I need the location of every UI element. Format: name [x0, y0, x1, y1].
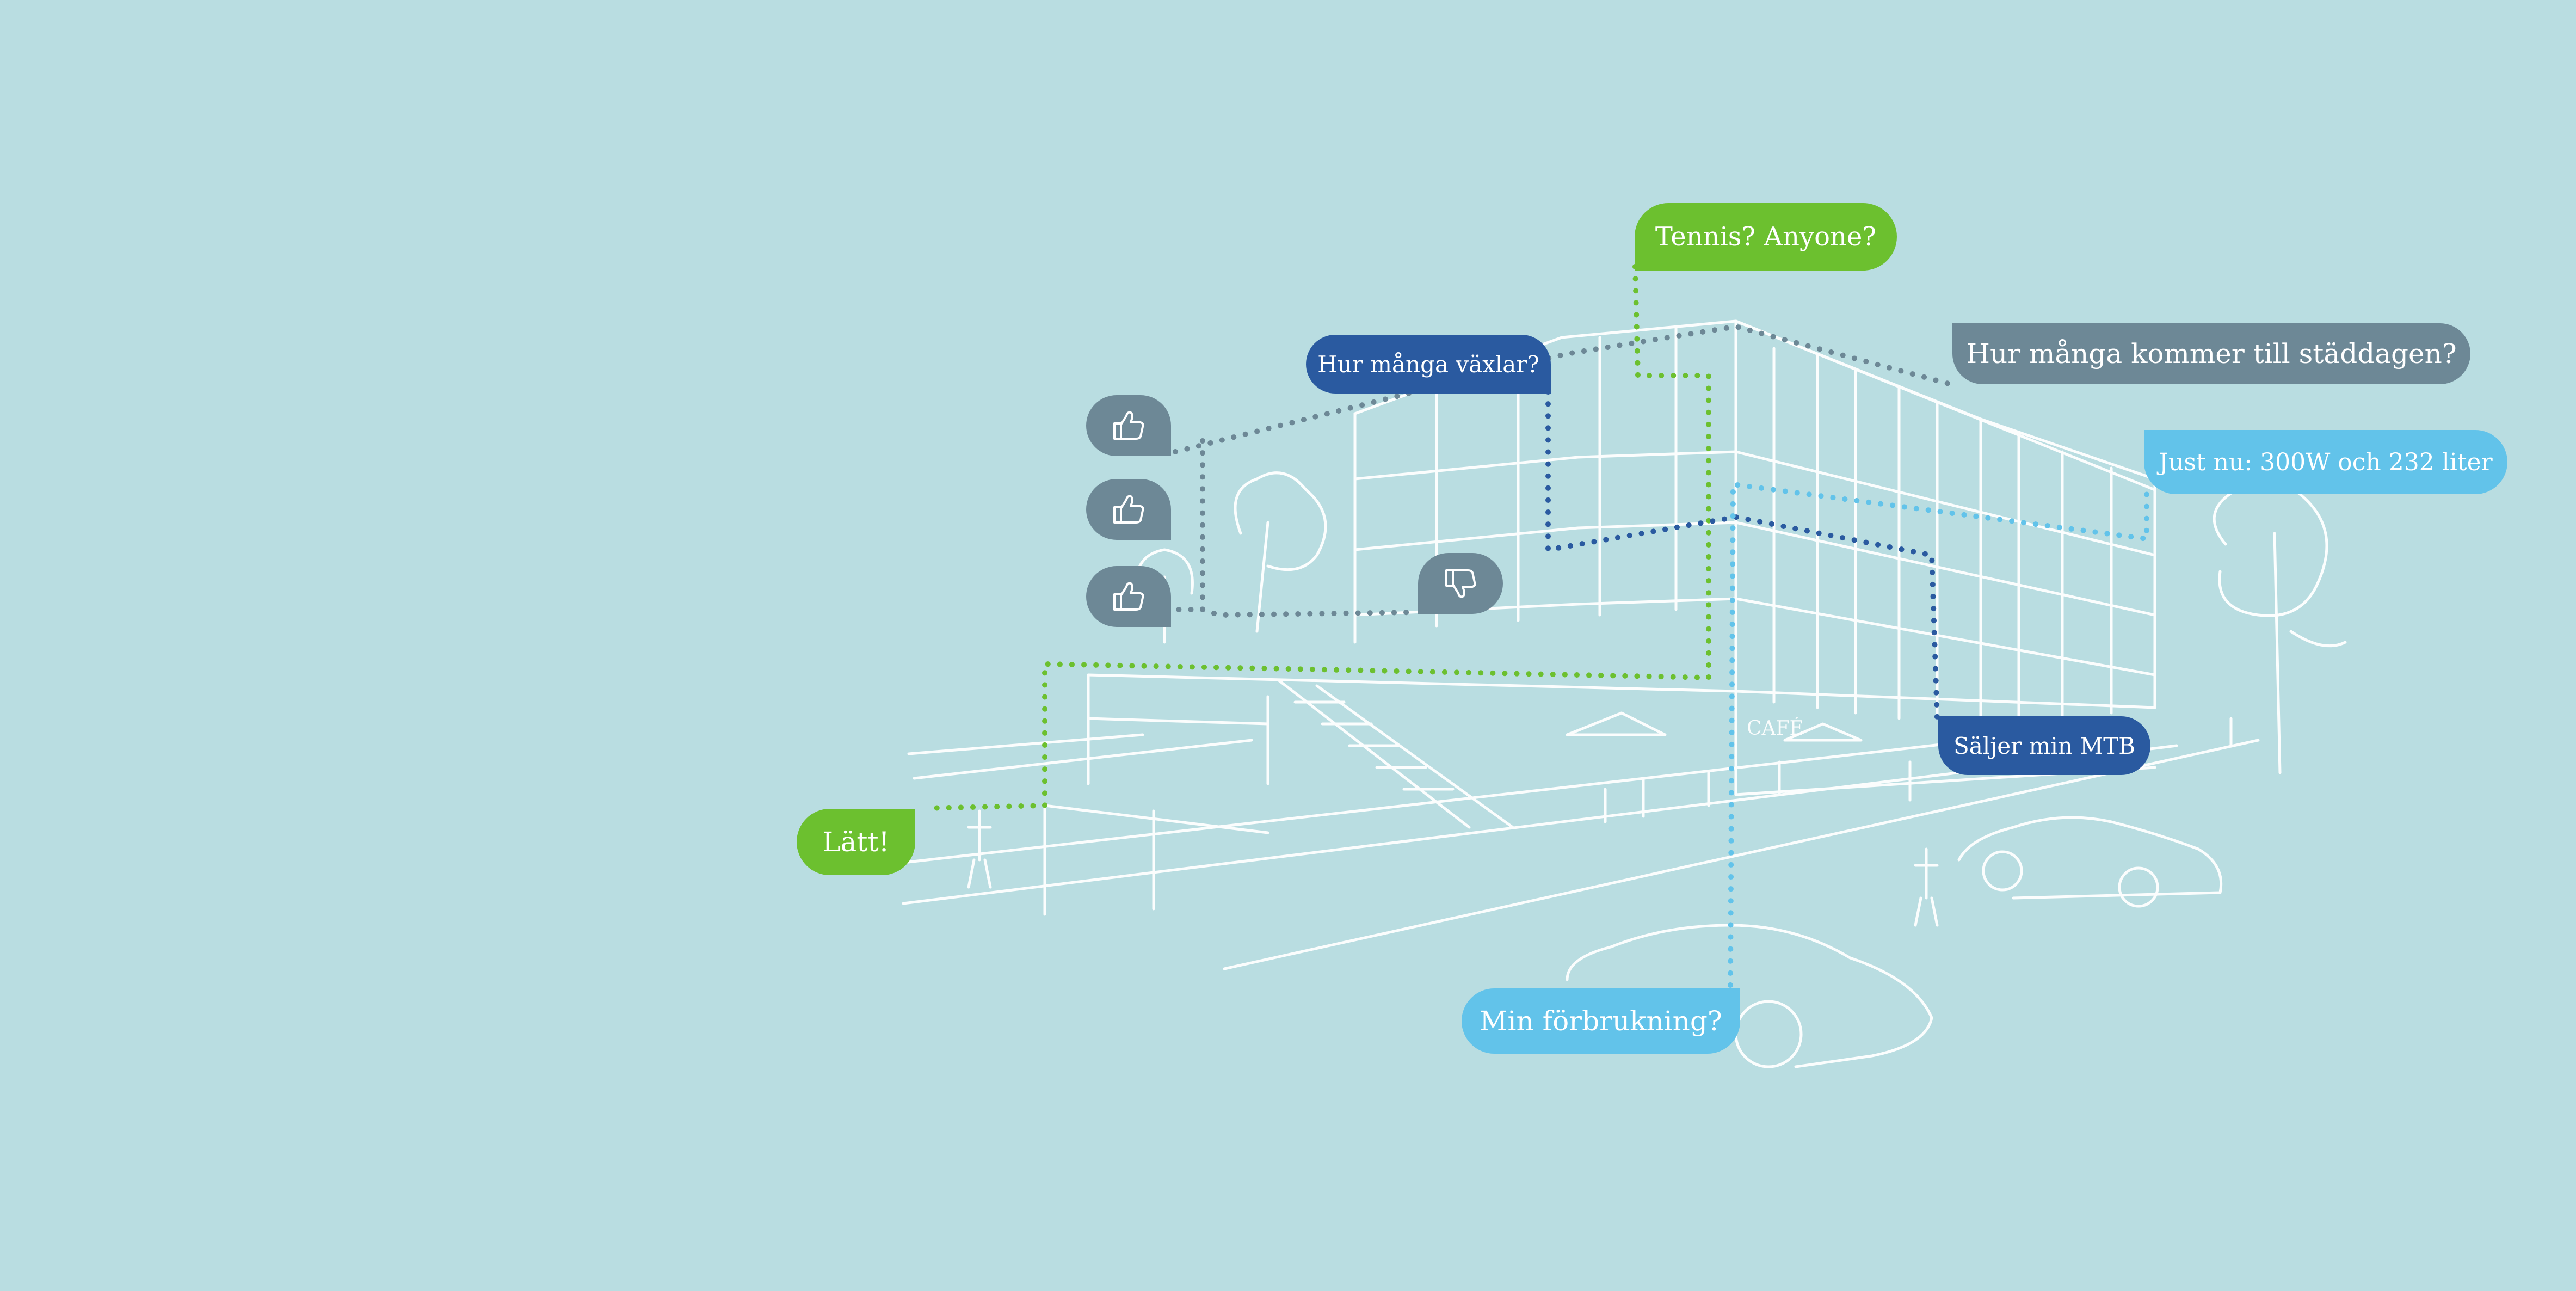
sell-mtb-bubble-text: Säljer min MTB	[1953, 732, 2136, 759]
tennis-bubble: Tennis? Anyone?	[1635, 203, 1897, 271]
dislike-reaction	[1418, 553, 1503, 614]
cleaning-day-bubble: Hur många kommer till städdagen?	[1952, 323, 2470, 384]
connector-darkblue-gears	[1545, 389, 1940, 721]
gears-bubble: Hur många växlar?	[1306, 335, 1551, 394]
easy-bubble-text: Lätt!	[822, 826, 890, 858]
connector-green-tennis	[922, 264, 1711, 811]
easy-bubble: Lätt!	[797, 809, 915, 875]
connector-gray-likes	[1173, 323, 1962, 454]
my-consumption-bubble: Min förbrukning?	[1462, 988, 1740, 1054]
cafe-sign: CAFÉ	[1747, 717, 1804, 740]
thumbs-up-icon	[1113, 411, 1144, 440]
connector-lightblue-consumption	[1728, 481, 2149, 988]
gears-bubble-text: Hur många växlar?	[1317, 351, 1539, 378]
like-reaction-1	[1086, 395, 1171, 456]
sell-mtb-bubble: Säljer min MTB	[1938, 716, 2150, 775]
tennis-bubble-text: Tennis? Anyone?	[1655, 222, 1877, 252]
like-reaction-2	[1086, 479, 1171, 540]
cleaning-day-bubble-text: Hur många kommer till städdagen?	[1966, 338, 2457, 370]
right-now-bubble-text: Just nu: 300W och 232 liter	[2159, 448, 2493, 476]
my-consumption-bubble-text: Min förbrukning?	[1480, 1005, 1722, 1037]
connector-gray-thumbs	[1167, 438, 1418, 618]
right-now-bubble: Just nu: 300W och 232 liter	[2144, 430, 2507, 494]
like-reaction-3	[1086, 566, 1171, 627]
thumbs-down-icon	[1445, 569, 1476, 598]
thumbs-up-icon	[1113, 582, 1144, 611]
thumbs-up-icon	[1113, 495, 1144, 524]
